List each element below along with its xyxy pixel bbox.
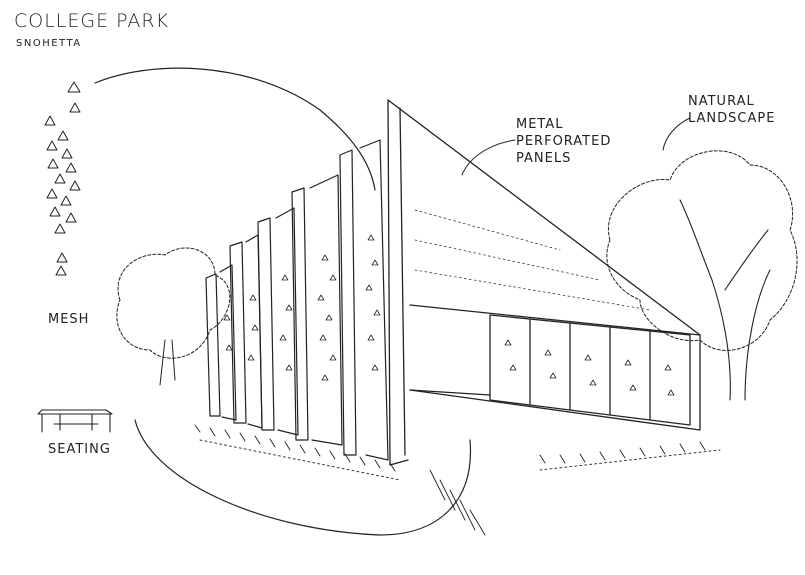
mesh-pattern: [44, 81, 81, 276]
landscape-annotation-line: LANDSCAPE: [688, 111, 776, 126]
panels-annotation-line: PERFORATED: [516, 134, 612, 149]
landscape-leader: [662, 117, 691, 151]
annotation-arc-lower: [134, 419, 472, 536]
mesh-annotation: MESH: [48, 312, 90, 327]
panels-annotation-line: METAL: [516, 117, 564, 132]
page-title: COLLEGE PARK: [14, 10, 170, 32]
panels-annotation-line: PANELS: [516, 151, 572, 166]
ground-hatching: [194, 424, 721, 536]
pavilion-fins: [205, 139, 389, 461]
seating-annotation: SEATING: [48, 442, 111, 457]
tree-left: [116, 247, 231, 359]
tree-left-trunk: [159, 339, 176, 386]
annotation-arc: [94, 67, 376, 191]
tree-right-trunk: [679, 199, 771, 401]
fin-perforations: [223, 234, 675, 396]
landscape-annotation-line: NATURAL: [688, 94, 755, 109]
page-subtitle: SNOHETTA: [16, 38, 82, 49]
landscape-annotation: NATURAL LANDSCAPE: [688, 93, 775, 127]
panels-leader: [461, 139, 516, 176]
tree-right: [606, 150, 798, 351]
seating-sketch: [37, 409, 113, 433]
pavilion-structure: [387, 99, 701, 466]
panels-annotation: METAL PERFORATED PANELS: [516, 116, 611, 167]
